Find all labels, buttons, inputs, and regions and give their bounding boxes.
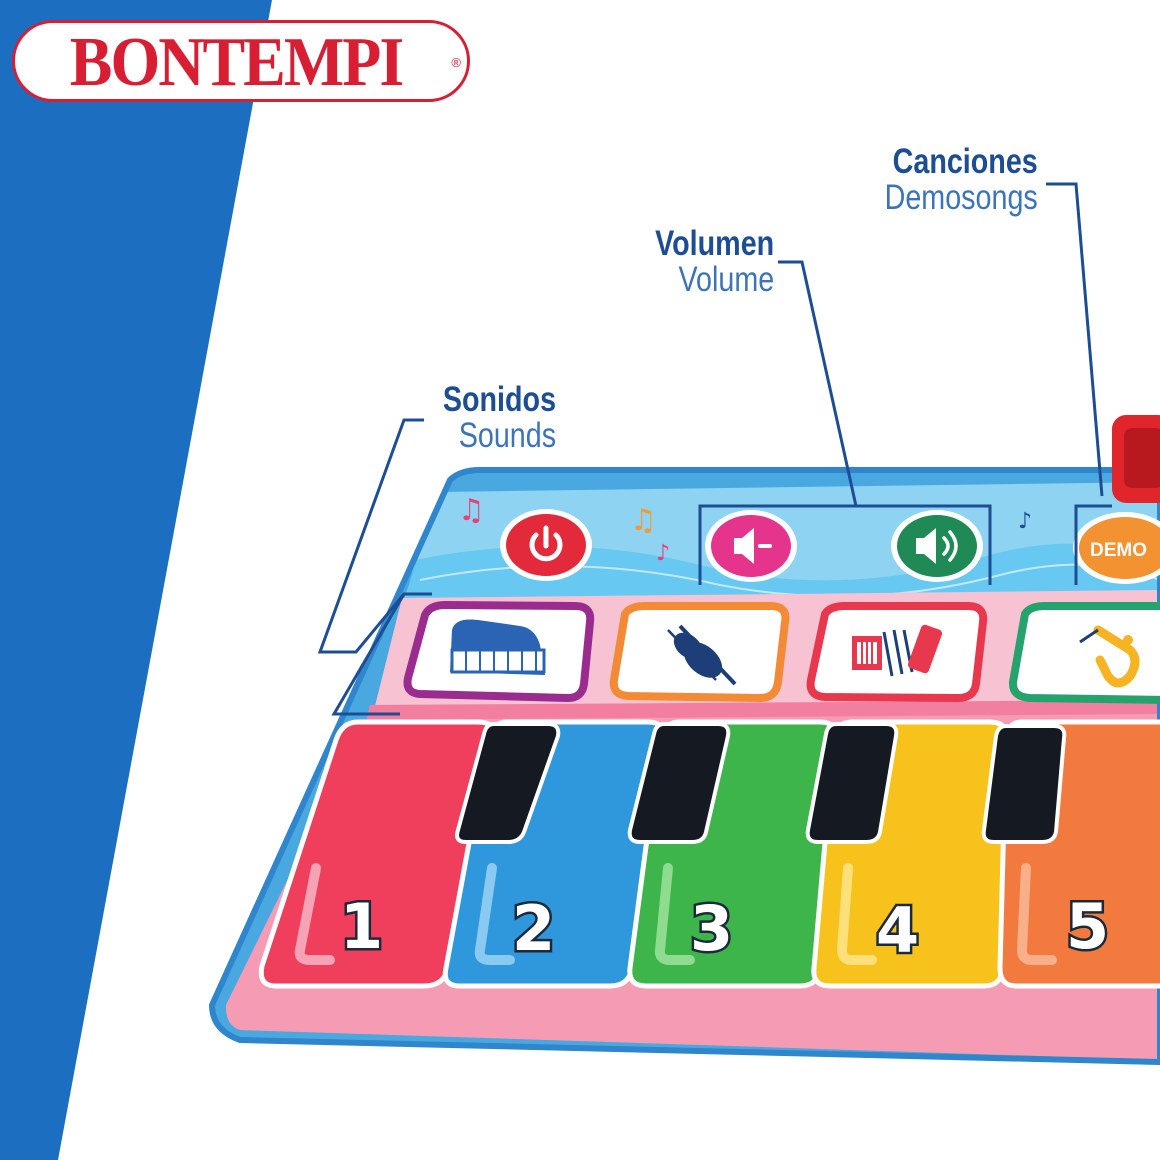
power-button[interactable] <box>500 509 592 581</box>
instrument-button-saxophone[interactable] <box>1008 602 1160 704</box>
svg-text:♪: ♪ <box>1018 509 1032 534</box>
volume-label: Volumen Volume <box>629 226 774 297</box>
volume-down-button[interactable] <box>705 510 797 582</box>
music-note-icon: ♫ ♫ ♪ ♪ <box>458 493 1032 566</box>
sounds-label-en: Sounds <box>458 416 556 455</box>
volume-up-button[interactable] <box>891 510 983 582</box>
speaker-low-icon <box>734 528 772 564</box>
demo-label: Canciones Demosongs <box>851 144 1038 215</box>
svg-text:♪: ♪ <box>656 541 670 566</box>
key-number-5: 5 <box>1066 890 1109 963</box>
demo-label-es: Canciones <box>892 142 1038 181</box>
black-key[interactable] <box>455 722 561 844</box>
key-number-1: 1 <box>340 890 383 963</box>
piano-icon <box>450 619 546 675</box>
brand-logo: BONTEMPI ® <box>12 20 470 102</box>
svg-text:♫: ♫ <box>458 493 485 528</box>
power-icon <box>529 525 563 562</box>
brand-logo-text: BONTEMPI <box>69 22 404 101</box>
speaker-high-icon <box>916 528 958 564</box>
instrument-button-accordion[interactable] <box>806 602 988 703</box>
key-number-4: 4 <box>876 894 919 967</box>
instrument-button-piano[interactable] <box>403 600 595 703</box>
callout-lines <box>317 182 1112 716</box>
demo-label-en: Demosongs <box>884 178 1038 217</box>
violin-icon <box>667 624 737 686</box>
black-key[interactable] <box>805 722 899 844</box>
sounds-label: Sonidos Sounds <box>418 382 556 453</box>
accordion-icon <box>852 624 943 677</box>
black-key[interactable] <box>627 722 731 844</box>
volume-label-es: Volumen <box>654 224 774 263</box>
volume-label-en: Volume <box>678 260 774 299</box>
demo-button-label: DEMO <box>1090 540 1147 561</box>
key-number-3: 3 <box>690 892 733 965</box>
svg-text:♫: ♫ <box>630 503 657 538</box>
demo-button[interactable]: DEMO <box>1073 512 1160 584</box>
instrument-button-violin[interactable] <box>609 602 790 703</box>
black-key[interactable] <box>981 724 1067 844</box>
saxophone-icon <box>1079 625 1140 688</box>
sounds-label-es: Sonidos <box>442 380 556 419</box>
key-number-2: 2 <box>512 892 555 965</box>
registered-mark: ® <box>451 55 461 70</box>
handle-clip <box>1112 415 1160 503</box>
